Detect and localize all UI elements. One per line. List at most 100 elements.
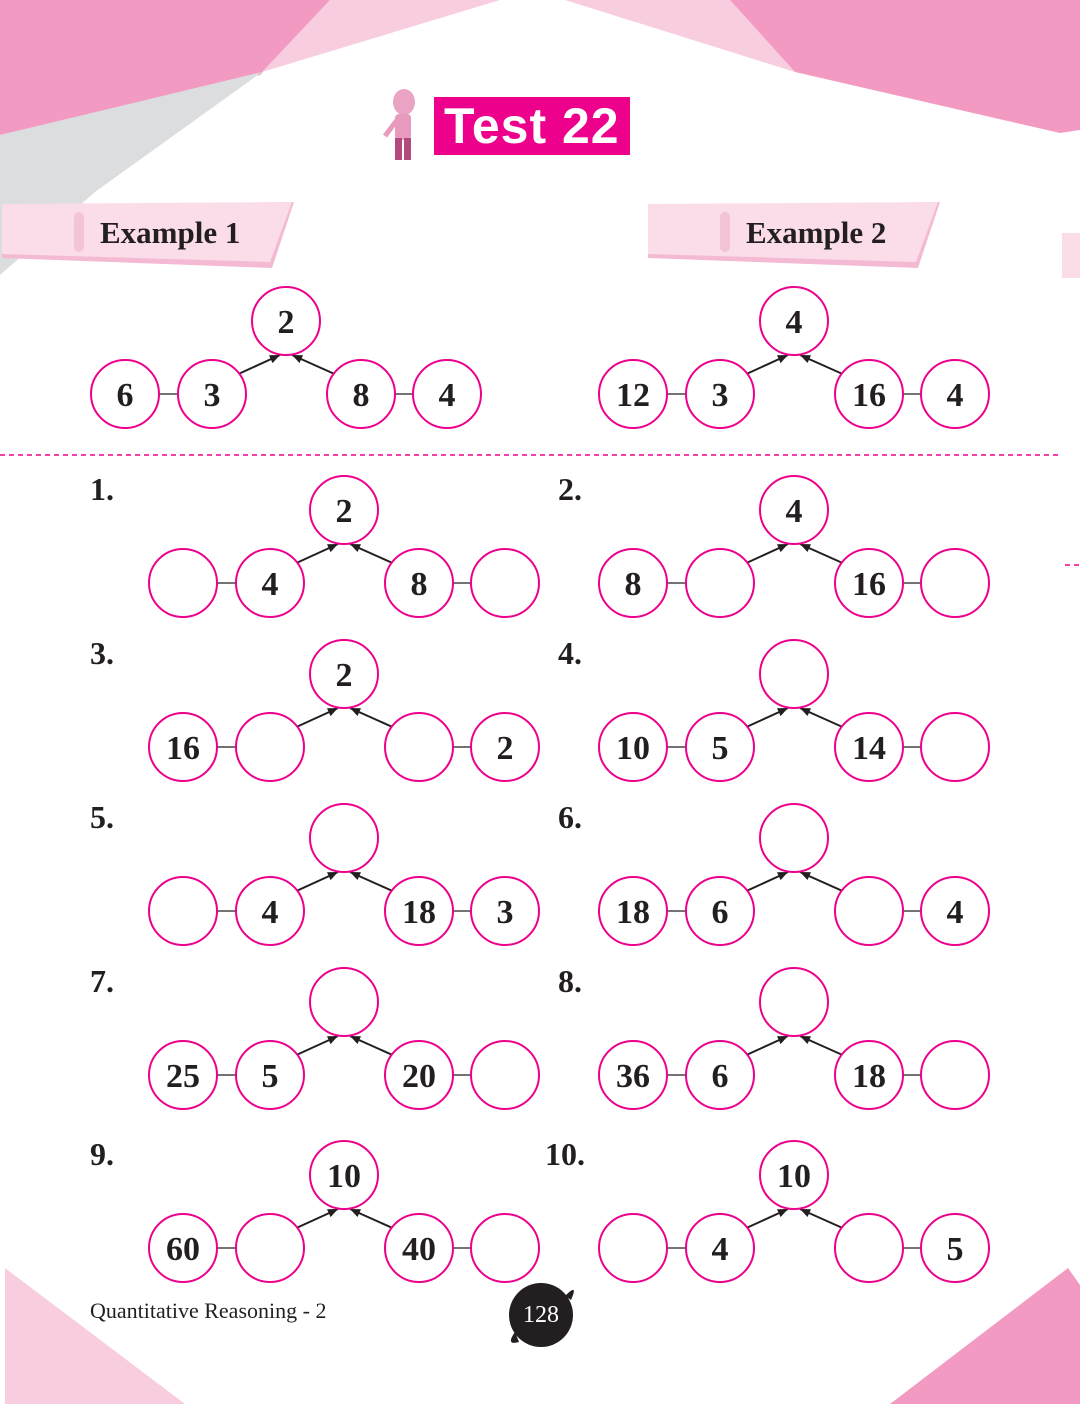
circle-value: 12 bbox=[616, 377, 650, 414]
arrowhead-icon bbox=[800, 1209, 811, 1218]
number-circle bbox=[235, 548, 305, 618]
circle-value: 3 bbox=[204, 377, 221, 414]
example-2-label: Example 2 bbox=[746, 215, 887, 250]
arrowhead-icon bbox=[777, 872, 788, 881]
example-2-puzzle: 12 3 4 16 4 bbox=[598, 286, 990, 429]
pencil-icon bbox=[720, 212, 730, 252]
arrowhead-icon bbox=[777, 1209, 788, 1218]
circle-value: 16 bbox=[852, 377, 886, 414]
number-circle bbox=[470, 876, 540, 946]
answer-circle[interactable] bbox=[148, 548, 218, 618]
bg-shape bbox=[565, 0, 795, 72]
circle-value: 10 bbox=[327, 1158, 361, 1195]
example-1-tag: Example 1 bbox=[2, 202, 294, 268]
number-circle bbox=[834, 712, 904, 782]
circle-value: 5 bbox=[712, 730, 729, 767]
answer-circle[interactable] bbox=[470, 1213, 540, 1283]
number-circle bbox=[685, 359, 755, 429]
answer-circle[interactable] bbox=[384, 712, 454, 782]
problem-number: 1. bbox=[90, 471, 114, 507]
circle-value: 36 bbox=[616, 1058, 650, 1095]
answer-circle[interactable] bbox=[920, 712, 990, 782]
number-circle bbox=[598, 359, 668, 429]
circle-value: 5 bbox=[947, 1231, 964, 1268]
circle-value: 2 bbox=[497, 730, 514, 767]
arrowhead-icon bbox=[800, 1036, 811, 1045]
answer-circle[interactable] bbox=[309, 967, 379, 1037]
arrowhead-icon bbox=[350, 708, 361, 717]
number-circle bbox=[251, 286, 321, 356]
answer-circle[interactable] bbox=[759, 967, 829, 1037]
arrowhead-icon bbox=[292, 355, 303, 364]
answer-circle[interactable] bbox=[470, 548, 540, 618]
number-circle bbox=[384, 1213, 454, 1283]
answer-circle[interactable] bbox=[759, 639, 829, 709]
arrowhead-icon bbox=[777, 1036, 788, 1045]
example-2-tag: Example 2 bbox=[648, 202, 940, 268]
number-circle bbox=[309, 639, 379, 709]
bg-shape bbox=[0, 0, 330, 135]
arrowhead-icon bbox=[800, 708, 811, 717]
answer-circle[interactable] bbox=[309, 803, 379, 873]
answer-circle[interactable] bbox=[235, 712, 305, 782]
number-circle bbox=[920, 876, 990, 946]
arrowhead-icon bbox=[800, 355, 811, 364]
problem-number: 7. bbox=[90, 963, 114, 999]
bg-shape bbox=[0, 72, 262, 275]
answer-circle[interactable] bbox=[148, 876, 218, 946]
arrowhead-icon bbox=[777, 708, 788, 717]
answer-circle[interactable] bbox=[920, 1040, 990, 1110]
number-circle bbox=[235, 876, 305, 946]
circle-value: 4 bbox=[262, 566, 279, 603]
answer-circle[interactable] bbox=[759, 803, 829, 873]
problem-1-puzzle: 428 bbox=[148, 475, 540, 618]
number-circle bbox=[412, 359, 482, 429]
problem-number: 2. bbox=[558, 471, 582, 507]
answer-circle[interactable] bbox=[235, 1213, 305, 1283]
number-circle bbox=[384, 876, 454, 946]
page-number-badge: 128 bbox=[505, 1282, 577, 1348]
arrowhead-icon bbox=[269, 355, 280, 364]
circle-value: 4 bbox=[947, 377, 964, 414]
number-circle bbox=[685, 712, 755, 782]
number-circle bbox=[920, 359, 990, 429]
circle-value: 4 bbox=[786, 304, 803, 341]
arrowhead-icon bbox=[327, 872, 338, 881]
answer-circle[interactable] bbox=[470, 1040, 540, 1110]
problem-number: 10. bbox=[545, 1136, 585, 1172]
number-circle bbox=[759, 475, 829, 545]
circle-value: 10 bbox=[616, 730, 650, 767]
number-circle bbox=[384, 548, 454, 618]
circle-value: 2 bbox=[336, 657, 353, 694]
answer-circle[interactable] bbox=[920, 548, 990, 618]
bg-shape bbox=[5, 1268, 185, 1404]
number-circle bbox=[148, 1040, 218, 1110]
circle-value: 40 bbox=[402, 1231, 436, 1268]
problem-number: 4. bbox=[558, 635, 582, 671]
arrowhead-icon bbox=[327, 544, 338, 553]
answer-circle[interactable] bbox=[598, 1213, 668, 1283]
circle-value: 18 bbox=[616, 894, 650, 931]
circle-value: 10 bbox=[777, 1158, 811, 1195]
number-circle bbox=[598, 1040, 668, 1110]
circle-value: 3 bbox=[712, 377, 729, 414]
number-circle bbox=[598, 876, 668, 946]
title-block: Test 22 bbox=[380, 88, 630, 164]
circle-value: 4 bbox=[439, 377, 456, 414]
answer-circle[interactable] bbox=[685, 548, 755, 618]
bg-shape bbox=[1062, 233, 1080, 278]
answer-circle[interactable] bbox=[834, 876, 904, 946]
problem-number: 6. bbox=[558, 799, 582, 835]
circle-value: 8 bbox=[625, 566, 642, 603]
number-circle bbox=[309, 475, 379, 545]
circle-value: 5 bbox=[262, 1058, 279, 1095]
number-circle bbox=[148, 712, 218, 782]
arrowhead-icon bbox=[777, 544, 788, 553]
bg-shape bbox=[730, 0, 1080, 133]
answer-circle[interactable] bbox=[834, 1213, 904, 1283]
problem-number: 8. bbox=[558, 963, 582, 999]
